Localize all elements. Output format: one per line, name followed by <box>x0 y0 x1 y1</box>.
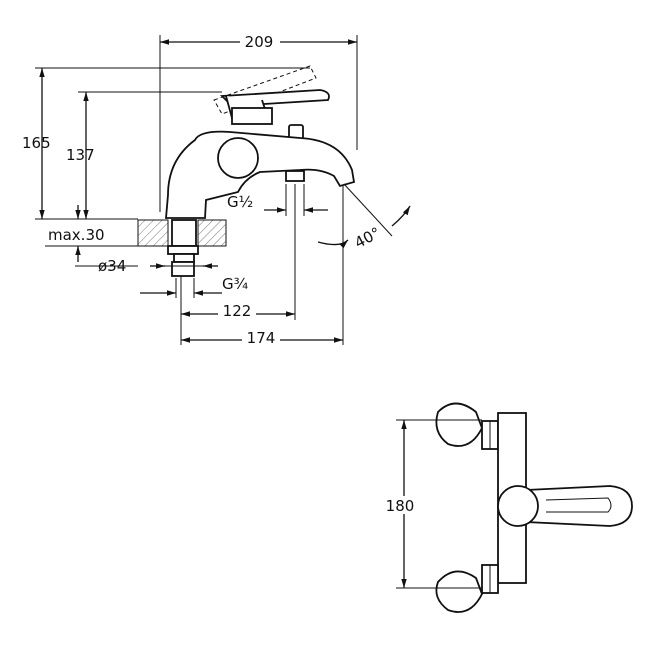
dim-label-g-three-quarter: G¾ <box>222 275 249 293</box>
dim-dia34: ø34 <box>75 257 218 275</box>
dim-label-dia34: ø34 <box>98 257 126 275</box>
dim-label-137: 137 <box>66 146 95 164</box>
thread-g: G <box>227 193 239 211</box>
mixer-body <box>165 65 356 277</box>
dim-g-half: G½ <box>227 184 328 216</box>
dim-label-165: 165 <box>22 134 51 152</box>
dim-137: 137 <box>66 91 222 219</box>
dim-label-209: 209 <box>245 33 274 51</box>
front-view: 180 <box>382 402 633 613</box>
dim-max30: max.30 <box>45 205 138 262</box>
mixer-front <box>435 402 633 613</box>
dim-122: 122 <box>180 184 296 345</box>
deck-section <box>137 219 227 247</box>
side-view: 209 165 137 max.30 ø34 <box>22 32 411 347</box>
dim-label-180: 180 <box>386 497 415 515</box>
dim-label-122: 122 <box>223 302 252 320</box>
dim-209: 209 <box>159 32 358 212</box>
thread-frac: ½ <box>239 193 254 211</box>
dim-angle-40: 40° <box>317 183 411 252</box>
dim-g-three-quarter: G¾ <box>140 275 249 298</box>
dim-label-g-half: G½ <box>227 193 253 211</box>
dim-label-174: 174 <box>247 329 276 347</box>
dim-label-max30: max.30 <box>48 226 105 244</box>
dim-174: 174 <box>181 186 344 347</box>
thread-g: G <box>222 275 234 293</box>
dim-180: 180 <box>382 419 482 589</box>
dim-label-40: 40° <box>352 224 384 252</box>
thread-frac: ¾ <box>234 275 249 293</box>
